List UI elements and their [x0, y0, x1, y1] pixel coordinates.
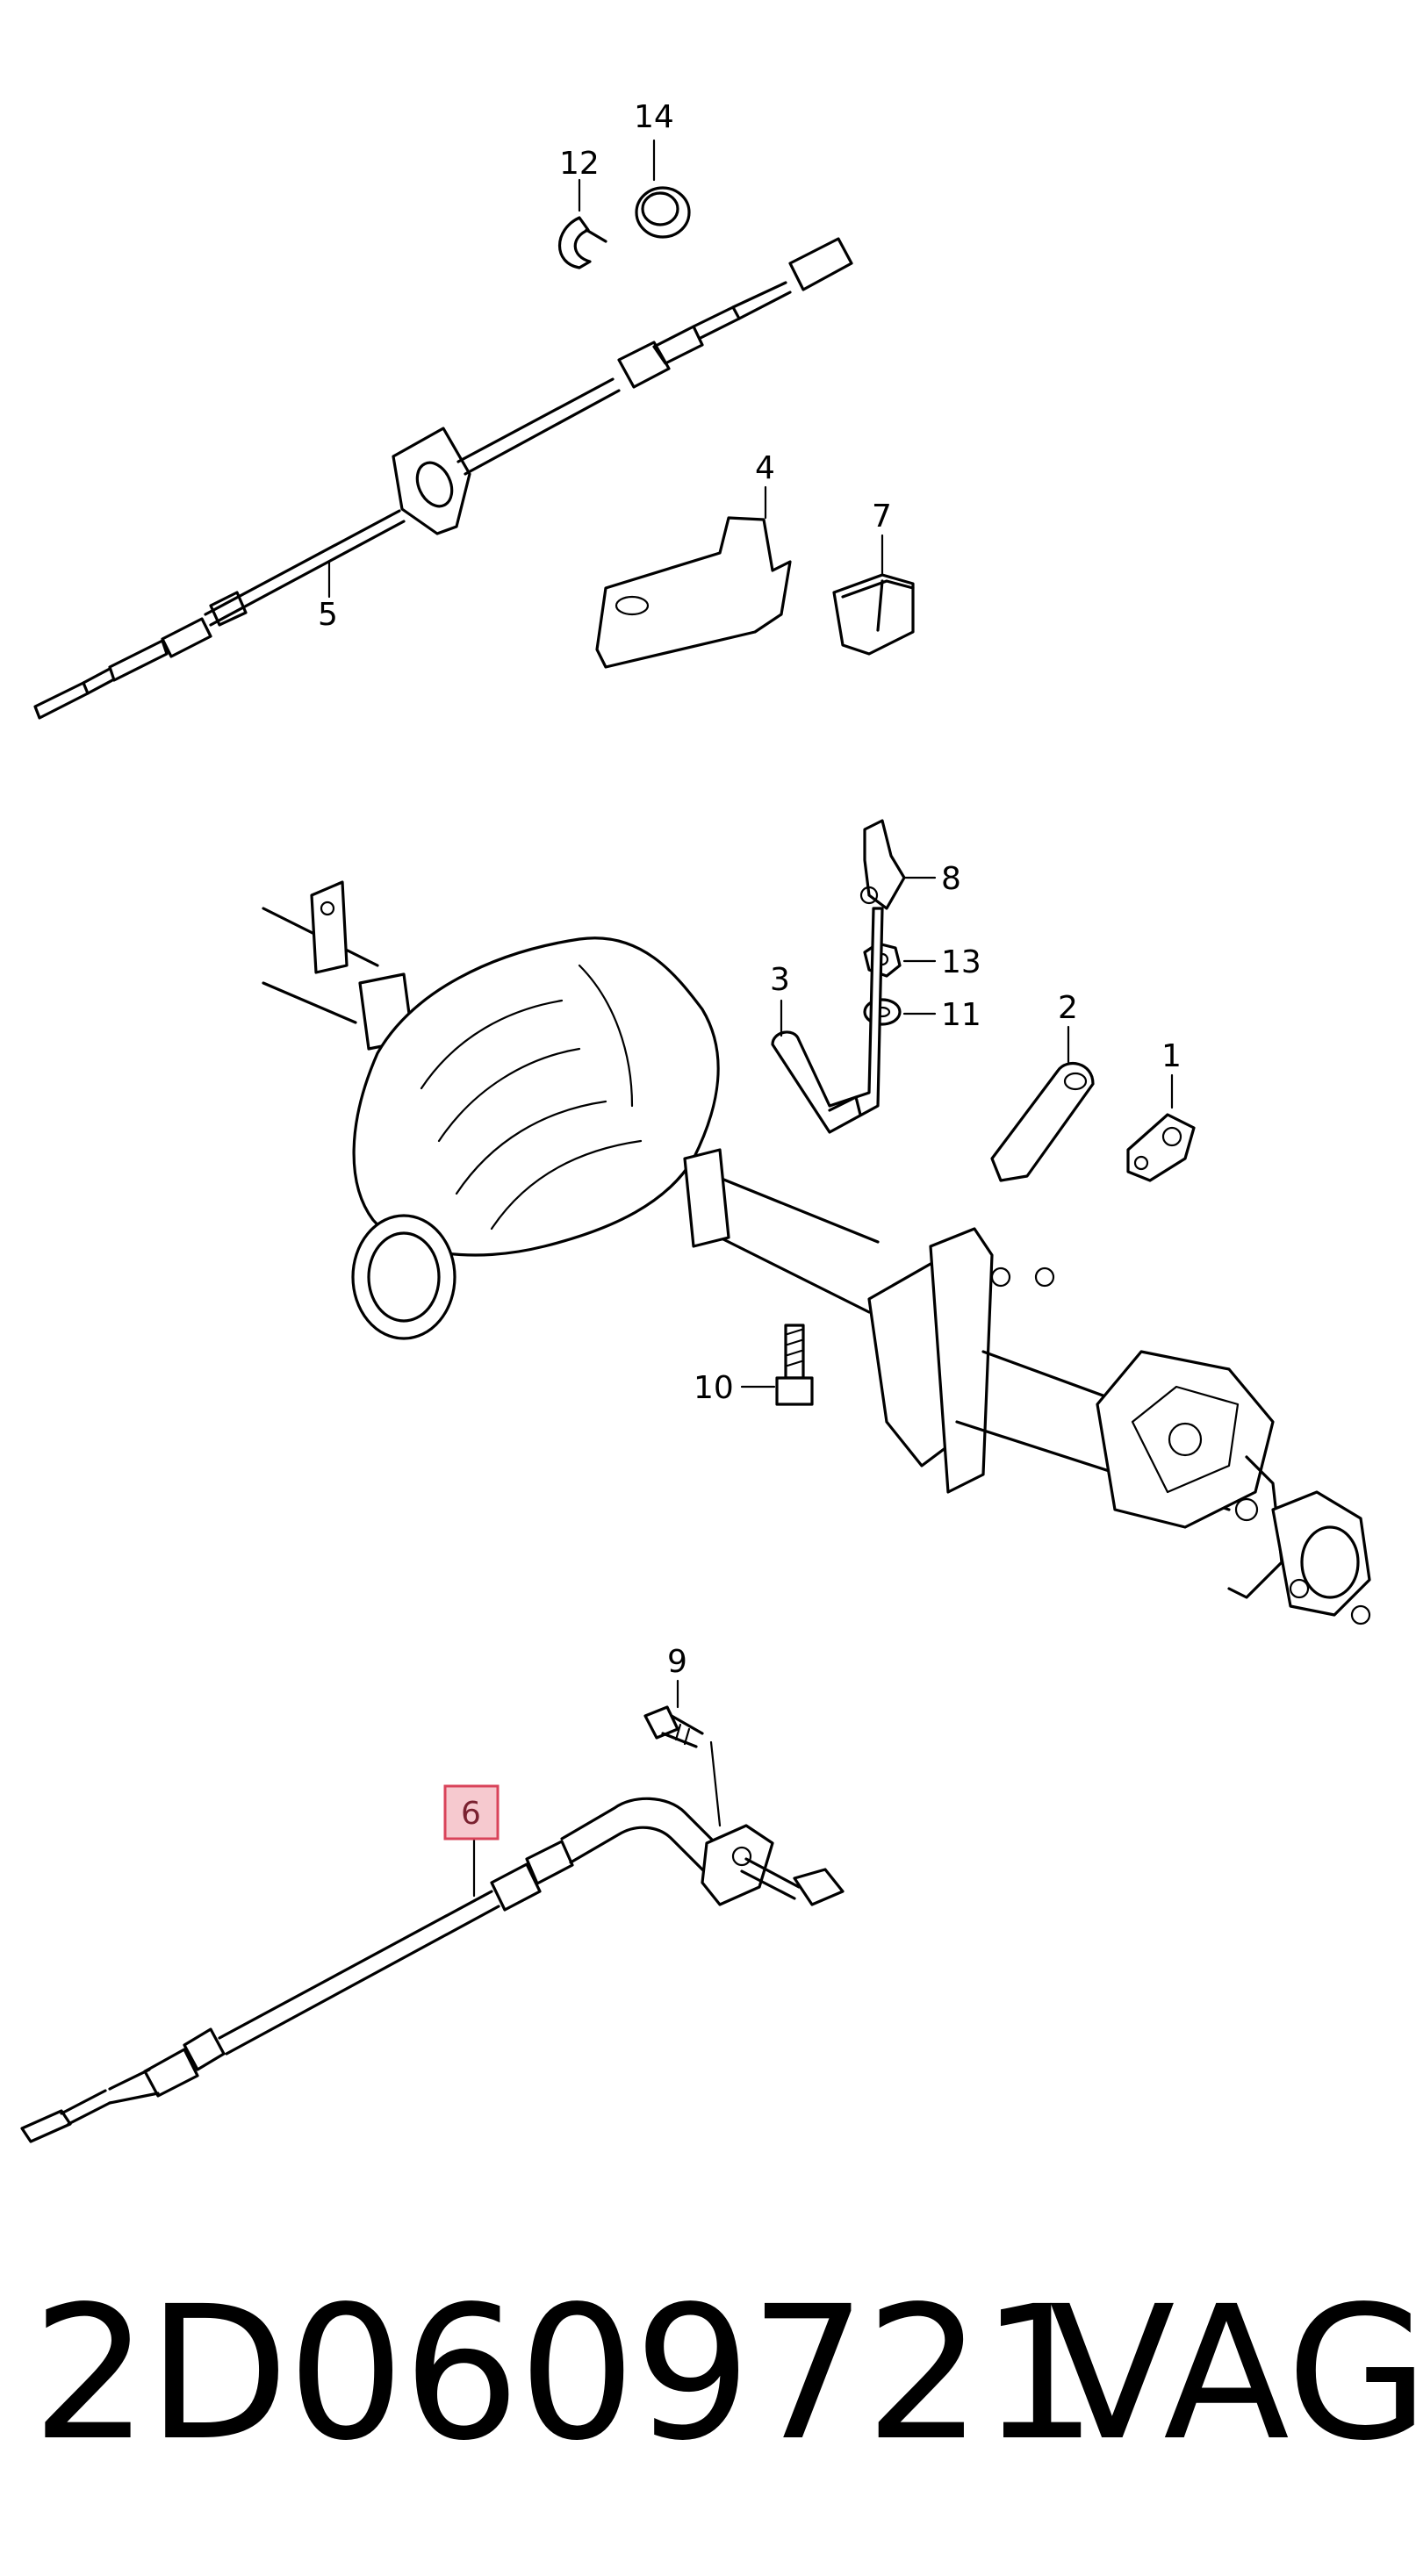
callout-6: 6: [461, 1796, 481, 1832]
brake-cable-6[interactable]: [20, 1797, 845, 2143]
callout-10: 10: [694, 1370, 734, 1406]
brake-cable-5: 5: [33, 237, 853, 720]
callout-9: 9: [667, 1644, 687, 1680]
part-number: 2D0609721: [32, 2266, 1098, 2481]
bolt-9: 9: [643, 1644, 722, 1827]
callout-6-highlight[interactable]: 6: [443, 1784, 500, 1898]
washer-11: 11: [863, 997, 981, 1033]
callout-3: 3: [770, 962, 790, 998]
bracket-4: 4: [595, 450, 792, 669]
bracket-1: 1: [1126, 1038, 1196, 1182]
bracket-3: 3: [770, 907, 884, 1134]
callout-1: 1: [1161, 1038, 1182, 1074]
callout-13: 13: [941, 944, 981, 980]
callout-6-box[interactable]: [443, 1784, 500, 1841]
callout-4: 4: [755, 450, 775, 486]
callout-8: 8: [941, 861, 961, 897]
bolt-10: 10: [694, 1324, 814, 1406]
callout-5: 5: [318, 597, 338, 633]
strap-2: 2: [990, 990, 1095, 1182]
callout-2: 2: [1058, 990, 1078, 1026]
brand-name: VAG: [1049, 2266, 1416, 2481]
clamp-8: 8: [859, 819, 961, 910]
grommet-14: 14: [634, 99, 691, 239]
callout-14: 14: [634, 99, 674, 135]
callout-11: 11: [941, 997, 981, 1033]
callout-7: 7: [872, 499, 892, 535]
rear-axle: [262, 880, 1371, 1625]
callout-12: 12: [559, 146, 600, 182]
clip-7: 7: [832, 499, 915, 656]
circlip-12: 12: [558, 146, 607, 269]
